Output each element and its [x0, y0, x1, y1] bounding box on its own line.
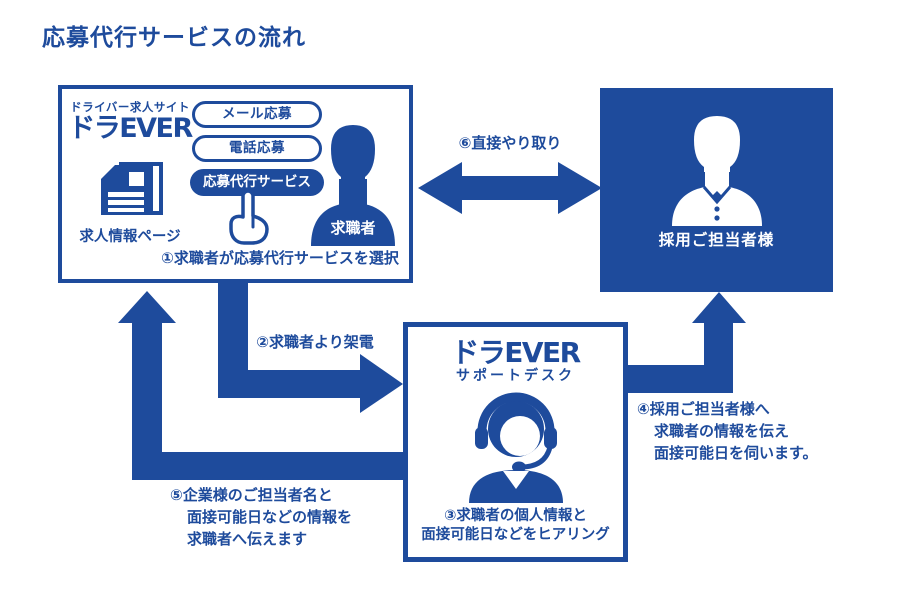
- arrow-step2: [218, 283, 403, 413]
- recruiter-label: 採用ご担当者様: [658, 231, 775, 249]
- arrow-step5: [118, 291, 403, 480]
- phone-apply-button[interactable]: 電話応募: [192, 135, 322, 162]
- dra-ever-support-logo: ドラEVER: [451, 336, 581, 369]
- support-desk-label: サポートデスク: [456, 368, 575, 384]
- arrow-step4: [628, 292, 746, 393]
- step6-label: ⑥直接やり取り: [458, 134, 562, 152]
- job-listing-document-icon: [101, 162, 163, 215]
- step1-caption: ①求職者が応募代行サービスを選択: [161, 249, 399, 267]
- support-desk-box: ドラEVER サポートデスク ③求職者の個人情報と 面接可能日などをヒアリング: [403, 322, 628, 562]
- recruiter-icon: [671, 116, 762, 226]
- operator-headset-icon: [468, 392, 563, 503]
- step3-caption-line2: 面接可能日などをヒアリング: [421, 527, 610, 543]
- dra-ever-logo: ドラEVER: [68, 113, 193, 144]
- step4-line3: 面接可能日を伺います。: [654, 444, 818, 462]
- step4-line1: ④採用ご担当者様へ: [637, 400, 770, 418]
- page-title: 応募代行サービスの流れ: [42, 25, 306, 51]
- step3-caption-line1: ③求職者の個人情報と: [444, 508, 587, 524]
- step3-caption: ③求職者の個人情報と 面接可能日などをヒアリング: [408, 507, 623, 545]
- step5-line1: ⑤企業様のご担当者名と: [170, 486, 333, 504]
- job-seeker-label: 求職者: [330, 219, 376, 237]
- mail-apply-button[interactable]: メール応募: [192, 101, 322, 128]
- step5-line3: 求職者へ伝えます: [187, 530, 308, 548]
- arrow-step6-bidirectional: [418, 162, 602, 214]
- job-site-box: ドライバー求人サイト ドラEVER 求人情報ページ メール応募 電話応募 応募代…: [58, 85, 413, 283]
- step5-label: ⑤企業様のご担当者名と 面接可能日などの情報を 求職者へ伝えます: [170, 484, 352, 550]
- step4-line2: 求職者の情報を伝え: [654, 422, 790, 440]
- step2-label: ②求職者より架電: [256, 333, 374, 351]
- recruiter-box: 採用ご担当者様: [600, 88, 833, 292]
- driver-job-site-label: ドライバー求人サイト: [70, 100, 190, 114]
- agency-apply-button[interactable]: 応募代行サービス: [190, 169, 324, 196]
- step4-label: ④採用ご担当者様へ 求職者の情報を伝え 面接可能日を伺います。: [637, 398, 818, 464]
- dra-ever-brand: ドライバー求人サイト ドラEVER: [66, 99, 194, 143]
- step5-line2: 面接可能日などの情報を: [187, 508, 353, 526]
- hand-cursor-icon: [229, 189, 269, 245]
- job-seeker-icon: [311, 125, 395, 246]
- job-info-page-label: 求人情報ページ: [79, 229, 181, 245]
- apply-method-buttons: メール応募 電話応募 応募代行サービス: [190, 101, 324, 203]
